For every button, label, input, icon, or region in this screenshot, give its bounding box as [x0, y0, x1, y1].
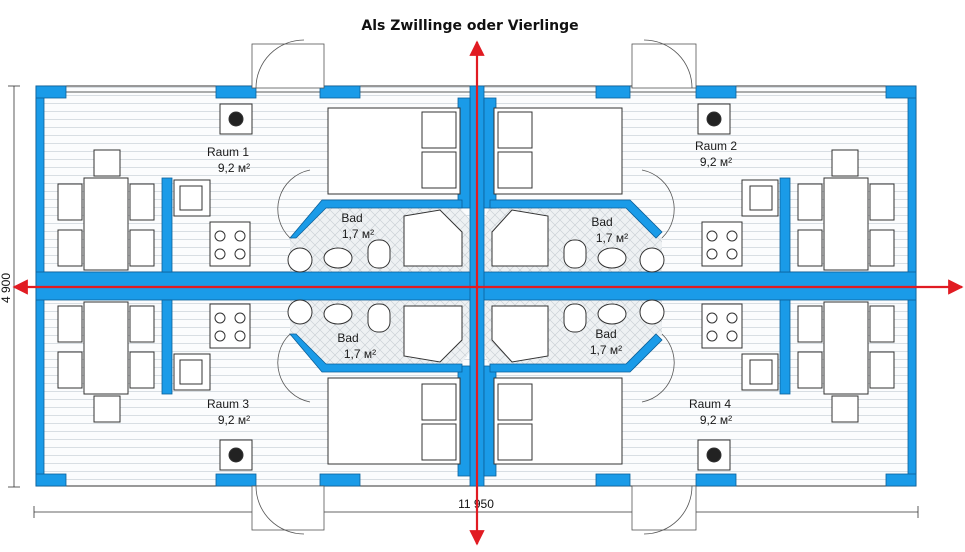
- beds: [327, 107, 623, 465]
- room-4-name: Raum 4: [689, 397, 731, 411]
- entrance-doors: [251, 39, 697, 535]
- bath-3-area: 1,7 м²: [344, 347, 376, 361]
- room-1-name: Raum 1: [207, 145, 249, 159]
- bath-1-area: 1,7 м²: [342, 227, 374, 241]
- room-2-name: Raum 2: [695, 139, 737, 153]
- height-dimension: 4 900: [0, 273, 13, 303]
- bathroom-fixtures: [287, 209, 665, 363]
- room-3-name: Raum 3: [207, 397, 249, 411]
- bath-2-name: Bad: [591, 215, 612, 229]
- dining-tables: [57, 149, 895, 423]
- bath-2-area: 1,7 м²: [596, 231, 628, 245]
- room-labels: Raum 1 9,2 м² Raum 2 9,2 м² Raum 3 9,2 м…: [207, 139, 737, 427]
- bath-4-name: Bad: [595, 327, 616, 341]
- room-1-area: 9,2 м²: [218, 161, 250, 175]
- plan-title: Als Zwillinge oder Vierlinge: [361, 18, 578, 34]
- utility-boxes: [219, 103, 731, 471]
- bath-4-area: 1,7 м²: [590, 343, 622, 357]
- bath-3-name: Bad: [337, 331, 358, 345]
- room-4-area: 9,2 м²: [700, 413, 732, 427]
- kitchenettes: [173, 179, 779, 391]
- split-arrows: [12, 40, 964, 546]
- bath-1-name: Bad: [341, 211, 362, 225]
- room-3-area: 9,2 м²: [218, 413, 250, 427]
- bath-labels: Bad 1,7 м² Bad 1,7 м² Bad 1,7 м² Bad 1,7…: [337, 211, 628, 361]
- room-2-area: 9,2 м²: [700, 155, 732, 169]
